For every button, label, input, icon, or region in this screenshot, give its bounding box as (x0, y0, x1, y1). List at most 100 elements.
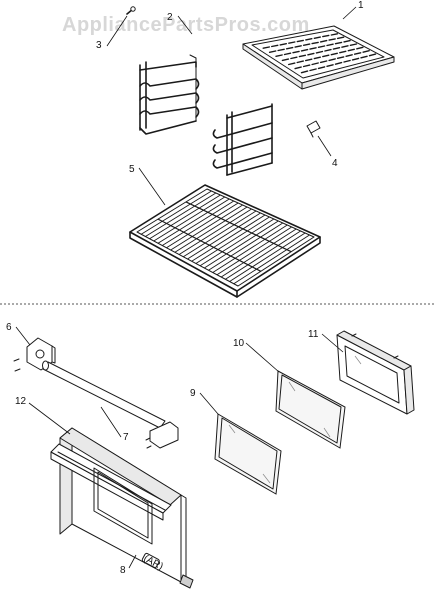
pan-slot (334, 61, 343, 65)
pan-slot (283, 52, 292, 56)
pan-slot (336, 36, 345, 40)
rack-wire (187, 212, 261, 260)
pan-slot (330, 52, 338, 56)
part-2-rack-support-left (139, 54, 200, 135)
callout-12: 12 (15, 396, 27, 407)
pan-slot (307, 52, 315, 56)
pan-slot (305, 38, 313, 41)
part-9-inner-glass (214, 413, 282, 495)
rack-wire (208, 222, 284, 271)
callout-7: 7 (123, 432, 129, 443)
pan-slot (322, 54, 330, 58)
pan-slot (368, 53, 377, 57)
part-12-oven-door: (AR) (50, 427, 194, 589)
pan-slot (277, 48, 285, 52)
pan-slot (324, 48, 332, 52)
pan-slot (330, 33, 339, 36)
pan-slot (347, 48, 355, 52)
callout-6: 6 (6, 322, 12, 333)
pan-slot (298, 54, 307, 58)
pan-slot (326, 43, 334, 47)
rack-wire (157, 198, 230, 244)
rack-wire (140, 190, 212, 235)
rack-wire (195, 216, 270, 264)
pan-slot (343, 59, 351, 63)
pan-slot (288, 41, 296, 44)
pan-slot (332, 47, 341, 50)
part-10-middle-glass (275, 370, 346, 449)
callout-3: 3 (96, 40, 102, 51)
callout-10: 10 (233, 338, 245, 349)
pan-slot (334, 41, 343, 45)
pan-slot (360, 55, 368, 59)
callout-8: 8 (120, 565, 126, 576)
pan-slot (294, 66, 302, 70)
pan-slot (309, 68, 317, 72)
pan-slot (349, 43, 358, 46)
pan-slot (300, 70, 309, 74)
pan-slot (279, 43, 287, 46)
part-7-handle (42, 360, 179, 449)
pan-slot (311, 62, 319, 66)
pan-slot (351, 57, 360, 61)
pan-slot (322, 34, 330, 38)
part-1-broiler-pan (242, 25, 395, 90)
pan-slot (309, 47, 317, 50)
pan-slot (353, 52, 362, 55)
pan-slot (319, 39, 328, 43)
rack-support-right (212, 103, 273, 176)
rack-wire (183, 210, 257, 258)
pan-slot (294, 45, 302, 48)
callout-4: 4 (332, 158, 338, 169)
pan-slot (345, 54, 353, 57)
watermark-text: AppliancePartsPros.com (62, 14, 310, 36)
rack-wire (162, 200, 235, 246)
callout-11: 11 (308, 329, 319, 340)
callout-5: 5 (129, 164, 135, 175)
pan-slot (313, 56, 321, 60)
part-3-screw (126, 6, 136, 15)
leader-lines (15, 6, 357, 569)
rack-wire (204, 220, 279, 269)
pan-slot (271, 44, 279, 48)
rack-cross-support (185, 201, 292, 253)
callout-2: 2 (167, 12, 173, 23)
pan-slot (288, 62, 296, 66)
pan-slot (362, 50, 370, 53)
rack-wire (220, 228, 297, 278)
part-5-oven-rack (129, 184, 321, 298)
pan-slot (296, 39, 304, 43)
pan-slot (341, 45, 349, 48)
callout-1: 1 (358, 0, 364, 11)
callout-9: 9 (190, 388, 196, 399)
pan-slot (339, 50, 347, 54)
pan-slot (343, 39, 351, 43)
pan-slot (281, 58, 290, 62)
rack-wire (170, 204, 243, 251)
rack-wire (174, 206, 248, 253)
pan-slot (328, 58, 336, 62)
part-11-glass-frame (336, 330, 415, 415)
rack-wire (149, 194, 221, 240)
rack-wire (225, 230, 301, 280)
pan-slot (275, 54, 283, 57)
pan-slot (285, 46, 294, 50)
pan-slot (302, 43, 311, 46)
rack-wire (216, 226, 292, 276)
pan-slot (296, 60, 304, 64)
pan-slot (315, 50, 324, 54)
pan-slot (336, 56, 345, 59)
rack-wire (233, 234, 310, 285)
rack-wire (212, 224, 288, 273)
pan-slot (311, 41, 319, 45)
pan-slot (326, 64, 334, 68)
pan-slot (305, 58, 313, 62)
rack-cross-support (157, 218, 262, 272)
rack-wire (191, 214, 266, 262)
pan-slot (317, 45, 326, 48)
rack-wire (199, 218, 275, 267)
pan-slot (268, 50, 277, 53)
pan-slot (328, 38, 336, 41)
rack-wire (166, 202, 239, 249)
